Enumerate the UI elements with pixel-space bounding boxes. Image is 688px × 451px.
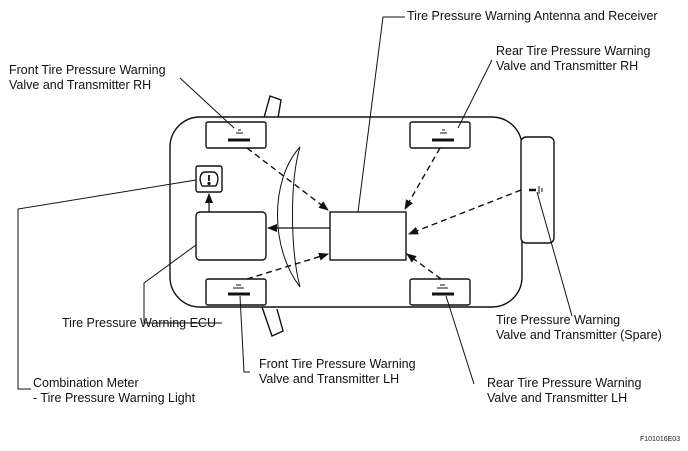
antenna-receiver-box — [329, 211, 407, 261]
label-combination-meter: Combination Meter - Tire Pressure Warnin… — [33, 376, 195, 406]
wheel-front-rh — [205, 121, 267, 149]
label-rear-rh-line1: Rear Tire Pressure Warning — [496, 44, 651, 58]
leader-front-lh — [239, 295, 250, 373]
leader-front-rh — [179, 77, 235, 129]
label-rear-lh: Rear Tire Pressure Warning Valve and Tra… — [487, 376, 641, 406]
figure-code: F101016E03 — [640, 436, 681, 443]
label-front-lh-line2: Valve and Transmitter LH — [259, 372, 400, 386]
leader-rear-rh — [457, 59, 493, 129]
signal-front-lh — [246, 252, 329, 280]
wheel-rear-rh — [409, 121, 471, 149]
label-combo-line2: - Tire Pressure Warning Light — [33, 391, 196, 405]
label-spare-line2: Valve and Transmitter (Spare) — [496, 328, 662, 342]
windshield — [277, 146, 301, 288]
label-front-rh-line2: Valve and Transmitter RH — [9, 78, 152, 92]
leader-rear-lh — [445, 295, 475, 385]
label-combo-line1: Combination Meter — [33, 376, 139, 390]
signal-spare — [408, 189, 522, 235]
label-front-rh: Front Tire Pressure Warning Valve and Tr… — [9, 63, 166, 93]
label-rear-rh-line2: Valve and Transmitter RH — [496, 59, 639, 73]
label-rear-lh-line2: Valve and Transmitter LH — [487, 391, 628, 405]
leader-spare — [536, 191, 573, 317]
label-rear-lh-line1: Rear Tire Pressure Warning — [487, 376, 642, 390]
label-front-rh-line1: Front Tire Pressure Warning — [9, 63, 166, 77]
label-front-lh: Front Tire Pressure Warning Valve and Tr… — [259, 357, 416, 387]
leader-combo — [17, 179, 197, 390]
label-antenna-receiver: Tire Pressure Warning Antenna and Receiv… — [407, 9, 658, 23]
label-front-lh-line1: Front Tire Pressure Warning — [259, 357, 416, 371]
mirror-lh — [261, 306, 284, 337]
signal-rear-lh — [406, 253, 442, 280]
label-spare-line1: Tire Pressure Warning — [496, 313, 621, 327]
label-ecu: Tire Pressure Warning ECU — [62, 316, 216, 330]
label-rear-rh: Rear Tire Pressure Warning Valve and Tra… — [496, 44, 650, 74]
spare-tire — [520, 136, 555, 244]
leader-ecu — [143, 244, 222, 324]
label-spare: Tire Pressure Warning Valve and Transmit… — [496, 313, 662, 343]
wheel-rear-lh — [409, 278, 471, 306]
leader-antenna — [357, 16, 405, 213]
tire-pressure-warning-icon — [199, 171, 219, 187]
signal-rear-rh — [404, 147, 441, 210]
ecu-box — [195, 211, 267, 261]
signal-front-rh — [246, 147, 329, 211]
wheel-front-lh — [205, 278, 267, 306]
